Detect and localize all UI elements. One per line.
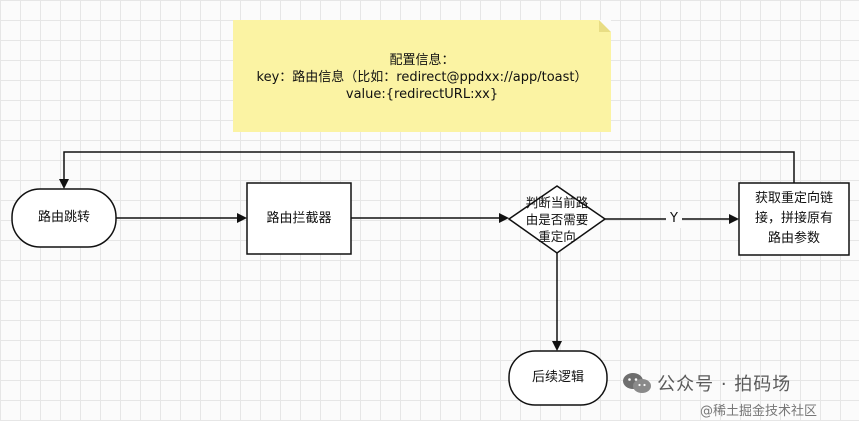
fetch-redirect-line-1: 获取重定向链 <box>754 191 833 206</box>
note-line-2: key：路由信息（比如：redirect@ppdxx://app/toast） <box>256 70 588 85</box>
fetch-redirect-label: 获取重定向链 接，拼接原有 路由参数 <box>739 183 849 255</box>
route-jump-label: 路由跳转 <box>12 189 116 247</box>
note-fold <box>599 20 611 32</box>
wechat-icon <box>623 373 651 393</box>
follow-up-text: 后续逻辑 <box>531 370 584 385</box>
note-line-3: value:{redirectURL:xx} <box>345 87 499 102</box>
decision-line-1: 判断当前路 <box>525 194 589 210</box>
decision-line-3: 重定向 <box>538 228 576 244</box>
yes-edge-label: Y <box>664 209 684 229</box>
yes-edge-text: Y <box>670 211 678 226</box>
decision-label: 判断当前路 由是否需要 重定向 <box>509 190 605 248</box>
edge-fetch-back-to-jump <box>59 151 795 189</box>
watermark-site: @稀土掘金技术社区 <box>700 400 817 419</box>
fetch-redirect-line-3: 路由参数 <box>767 231 820 246</box>
yes-label-bg <box>666 210 682 228</box>
watermark-site-text: @稀土掘金技术社区 <box>700 404 818 419</box>
interceptor-node <box>246 182 352 255</box>
watermark-account-text: 公众号 · 拍码场 <box>657 374 792 395</box>
decision-line-2: 由是否需要 <box>525 211 589 227</box>
watermark-account: 公众号 · 拍码场 <box>622 370 791 396</box>
config-note: 配置信息： key：路由信息（比如：redirect@ppdxx://app/t… <box>233 20 611 132</box>
follow-up-node <box>508 350 608 406</box>
fetch-redirect-line-2: 接，拼接原有 <box>754 211 833 226</box>
interceptor-label: 路由拦截器 <box>247 183 351 254</box>
note-line-1: 配置信息： <box>389 53 455 68</box>
follow-up-label: 后续逻辑 <box>509 351 607 405</box>
note-text: 配置信息： key：路由信息（比如：redirect@ppdxx://app/t… <box>233 52 611 103</box>
interceptor-text: 路由拦截器 <box>266 210 332 226</box>
route-jump-text: 路由跳转 <box>37 210 90 225</box>
